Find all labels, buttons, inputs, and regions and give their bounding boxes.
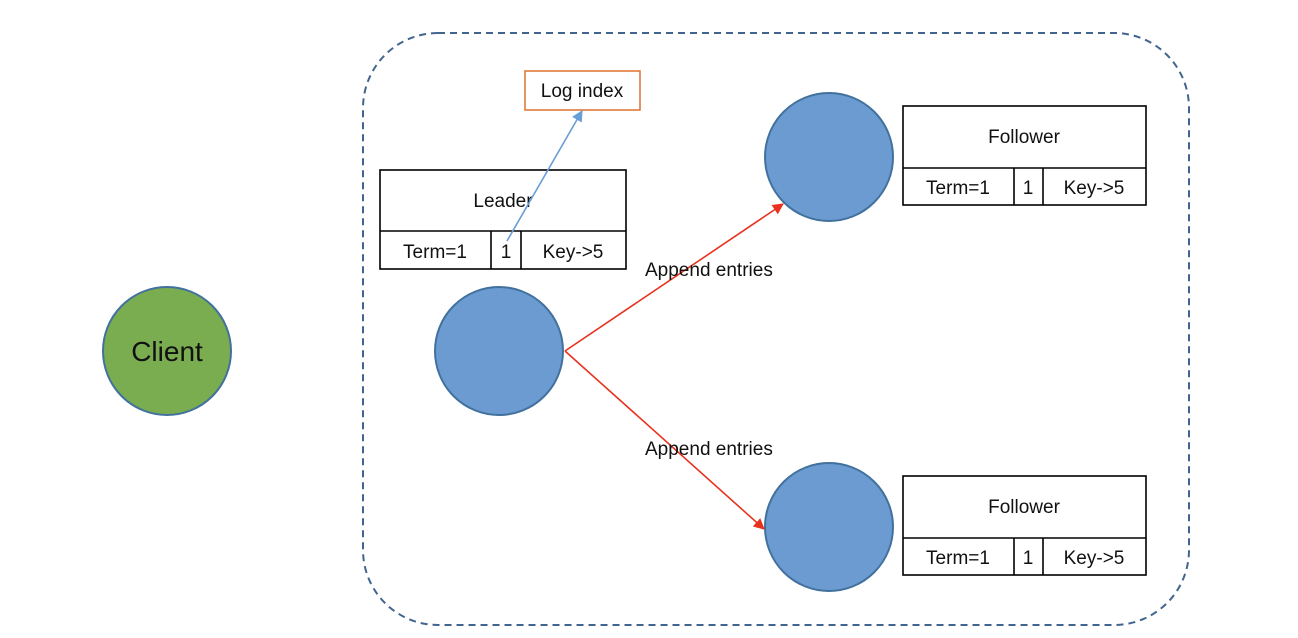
log-index-label: Log index xyxy=(541,81,624,102)
leader-index-cell: 1 xyxy=(501,242,512,263)
leader-log-table: Leader Term=1 1 Key->5 xyxy=(379,169,627,270)
follower-2-table-frame xyxy=(902,475,1147,576)
follower-1-index-cell: 1 xyxy=(1023,178,1034,199)
follower-2-title: Follower xyxy=(988,497,1060,518)
log-index-callout: Log index xyxy=(506,70,641,242)
follower-1-table-frame xyxy=(902,105,1147,206)
append-entries-arrow-2 xyxy=(564,350,765,530)
leader-term-cell: Term=1 xyxy=(403,242,467,263)
follower-node-1 xyxy=(764,92,894,222)
log-index-box xyxy=(524,70,641,111)
follower-2-entry-cell: Key->5 xyxy=(1064,548,1125,569)
follower-1-term-cell: Term=1 xyxy=(926,178,990,199)
follower-1-title: Follower xyxy=(988,127,1060,148)
leader-node xyxy=(434,286,564,416)
follower-node-2 xyxy=(764,462,894,592)
append-entries-label-1: Append entries xyxy=(645,260,773,281)
leader-table-frame xyxy=(379,169,627,270)
client-circle xyxy=(102,286,232,416)
append-entries-arrow-1 xyxy=(564,203,784,352)
client-node: Client xyxy=(102,286,232,416)
follower-2-index-cell: 1 xyxy=(1023,548,1034,569)
leader-title: Leader xyxy=(473,191,533,212)
follower-2-term-cell: Term=1 xyxy=(926,548,990,569)
follower-1-log-table: Follower Term=1 1 Key->5 xyxy=(902,105,1147,206)
leader-entry-cell: Key->5 xyxy=(543,242,604,263)
append-entries-label-2: Append entries xyxy=(645,439,773,460)
follower-2-log-table: Follower Term=1 1 Key->5 xyxy=(902,475,1147,576)
client-label: Client xyxy=(131,336,203,367)
log-index-pointer-arrow xyxy=(506,110,583,242)
cluster-boundary xyxy=(362,32,1190,626)
follower-1-entry-cell: Key->5 xyxy=(1064,178,1125,199)
